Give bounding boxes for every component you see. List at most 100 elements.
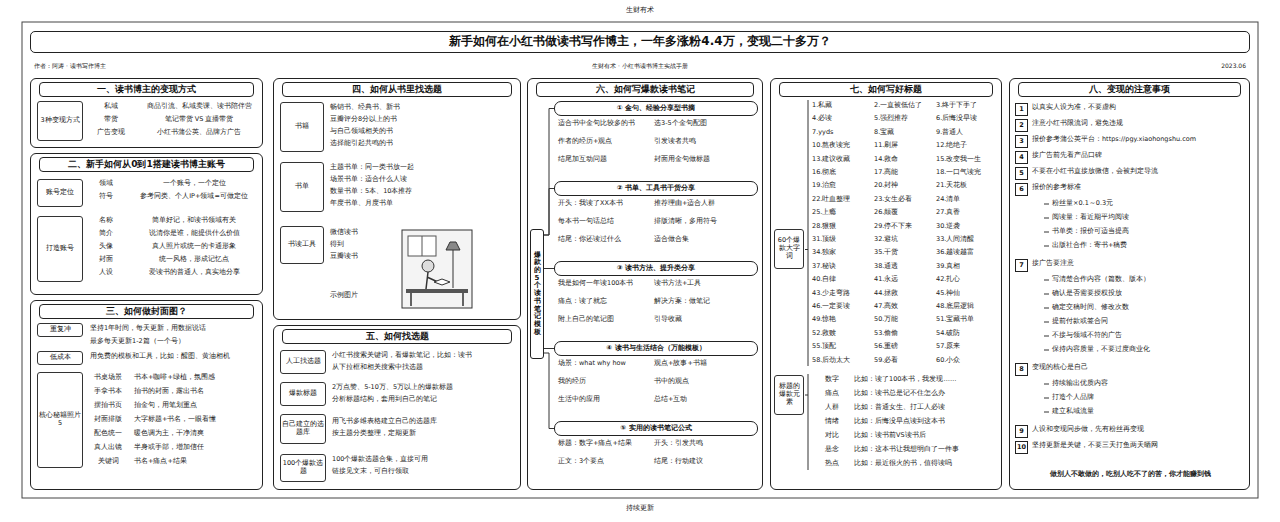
note-text: 正文：3个要点 <box>558 458 650 466</box>
box-text: 爆款标题 <box>289 390 317 398</box>
section-heading: 四、如何从书里找选题 <box>282 82 512 97</box>
note-text: 带货 <box>86 116 136 124</box>
note-text: 13.建议收藏 <box>812 156 874 164</box>
note-text: 简介 <box>86 230 126 238</box>
note-text: 数量书单：5本、10本推荐 <box>330 188 516 196</box>
window <box>408 236 436 256</box>
box-text: 重复冲 <box>50 326 71 334</box>
note-text: 坚持更新是关键，不要三天打鱼两天晒网 <box>1032 442 1246 450</box>
note-text: 1.私藏 <box>812 102 874 110</box>
connector-line <box>544 109 554 236</box>
note-text: 建立私域流量 <box>1052 408 1246 416</box>
note-text: 封面 <box>86 256 126 264</box>
note-text: 解决方案：做笔记 <box>654 298 758 306</box>
note-text: 25.上瘾 <box>812 209 874 217</box>
section-heading: 八、变现的注意事项 <box>1018 82 1241 97</box>
note-text: 排版清晰，多用符号 <box>654 218 758 226</box>
box-text: 2 <box>1019 122 1024 129</box>
box-text: 8 <box>1019 366 1024 373</box>
note-text: 9.普通人 <box>936 129 998 137</box>
box-text: 9 <box>1019 428 1024 435</box>
note-text: 40.自律 <box>812 276 874 284</box>
note-text: 场景：what why how <box>558 360 650 368</box>
picture-frame <box>402 230 472 308</box>
category-box: 核心秘籍照片5 <box>37 372 83 468</box>
connector-line <box>544 189 554 236</box>
box-text: 3种变现方式 <box>40 117 79 125</box>
number-box: 9 <box>1015 425 1028 438</box>
box-text: 打造账号 <box>46 245 74 253</box>
note-text: 参考同类、个人IP+领域=可做定位 <box>130 193 258 201</box>
note-text: 与自己领域相关的书 <box>330 128 516 136</box>
note-text: 47.高效 <box>874 303 936 311</box>
connector-line <box>544 348 554 349</box>
title-bar: 新手如何在小红书做读书写作博主，一年多涨粉4.4万，变现二十多万？ <box>30 31 1250 53</box>
note-text: 引发读者共鸣 <box>654 138 758 146</box>
reader-head <box>422 260 434 272</box>
note-text: 小红书搜索关键词，看爆款笔记，比如：读书 <box>332 352 516 360</box>
section-heading: 一、读书博主的变现方式 <box>39 82 254 97</box>
note-text: 关键词 <box>86 458 130 466</box>
category-box: 书单 <box>280 162 324 212</box>
note-text: 封面排版 <box>86 416 130 424</box>
note-text: 报价参考蒲公英平台：https://pgy.xiaohongshu.com <box>1032 136 1246 144</box>
number-box: 1 <box>1015 103 1028 116</box>
section-panel: 四、如何从书里找选题书籍书单书读工具 <box>273 78 521 320</box>
box-text: 4 <box>1019 154 1024 161</box>
category-box: 标题的爆款元素 <box>774 375 804 415</box>
note-text: 拍金句，用笔划重点 <box>134 402 258 410</box>
category-box: 人工找选题 <box>280 350 326 374</box>
box-text: 1 <box>1019 106 1024 113</box>
note-text: 书名+痛点+结果 <box>134 458 258 466</box>
box-text: 60个爆款大字词 <box>776 237 802 260</box>
note-text: 32.避坑 <box>874 236 936 244</box>
note-text: 变现的核心是自己 <box>1032 364 1246 372</box>
note-text: 2023.06 <box>1100 62 1246 69</box>
number-box: 8 <box>1015 363 1028 376</box>
note-text: 以真实人设为准，不要虚构 <box>1032 104 1246 112</box>
section-heading: 五、如何找选题 <box>282 329 512 344</box>
note-text: 46.一定要读 <box>812 303 874 311</box>
number-box: 5 <box>1015 167 1028 180</box>
note-text: 4.必读 <box>812 115 874 123</box>
note-text: 59.必看 <box>874 357 936 365</box>
number-box: 7 <box>1015 259 1028 272</box>
note-text: 链接见文末，可自行领取 <box>332 468 516 476</box>
note-text: 作者的经历+观点 <box>558 138 650 146</box>
connector-line <box>544 353 554 429</box>
note-text: 比如：读书总是记不住怎么办 <box>854 390 998 398</box>
section-panel: 七、如何写好标题60个爆款大字词标题的爆款元素 <box>770 78 1002 490</box>
note-text: 33.人间清醒 <box>936 236 998 244</box>
box-text: 书读工具 <box>288 241 316 249</box>
note-text: 18.一口气读完 <box>936 169 998 177</box>
note-text: 10.熬夜读完 <box>812 142 874 150</box>
note-text: 58.后劲太大 <box>812 357 874 365</box>
note-text: 52.救赎 <box>812 330 874 338</box>
note-text: 2万点赞、5-10万、5万以上的爆款标题 <box>332 384 516 392</box>
template-heading: ④ 读书与生活结合（万能模板） <box>554 341 758 356</box>
note-text: 摆拍书页 <box>86 402 130 410</box>
note-text: 广告变现 <box>86 129 136 137</box>
note-text: 不要在小红书直接放微信，会被判定导流 <box>1032 168 1246 176</box>
note-text: 8.宝藏 <box>874 129 936 137</box>
note-text: 统一风格，形成记忆点 <box>130 256 258 264</box>
template-heading: ② 书单、工具书干货分享 <box>554 181 758 196</box>
note-text: 得到 <box>330 241 396 249</box>
note-text: 每本书一句话总结 <box>558 218 650 226</box>
note-text: 57.原来 <box>936 343 998 351</box>
number-box: 6 <box>1015 183 1028 196</box>
note-text: 比如：普通女生、打工人必读 <box>854 404 998 412</box>
box-text: 10 <box>1017 444 1026 451</box>
category-box: 重复冲 <box>37 323 83 337</box>
number-box: 10 <box>1015 441 1028 454</box>
note-text: 持续更新 <box>560 504 720 512</box>
bracket-line <box>805 100 808 366</box>
note-text: 一个账号，一个定位 <box>130 180 258 188</box>
note-text: 观点+故事+书籍 <box>654 360 758 368</box>
note-text: 确认是否需要授权投放 <box>1052 290 1246 298</box>
note-text: 2.一直被低估了 <box>874 102 936 110</box>
box-text: 标题的爆款元素 <box>776 383 802 406</box>
category-box: 账号定位 <box>37 179 83 207</box>
note-text: 从下拉框和相关搜索中找选题 <box>332 364 516 372</box>
